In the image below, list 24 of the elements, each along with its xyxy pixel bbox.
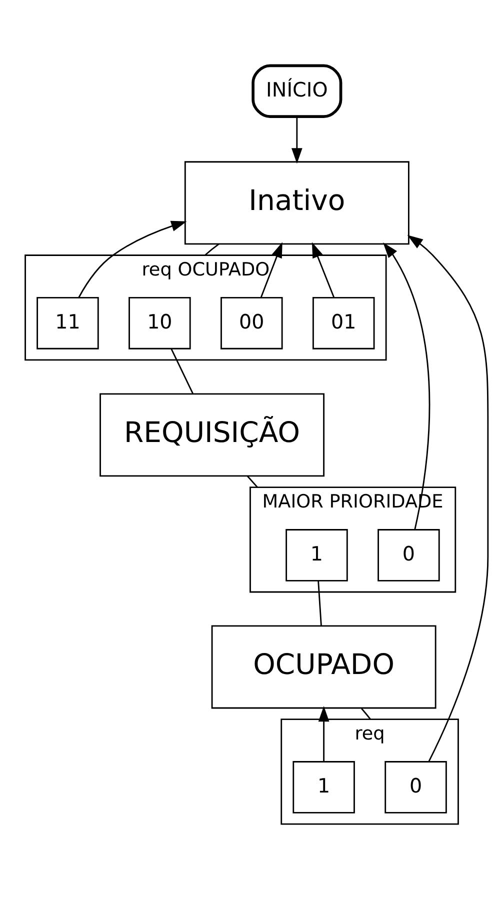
node-box: INÍCIO (252, 64, 342, 118)
connector (318, 580, 322, 626)
arrow (407, 234, 489, 761)
node-box: OCUPADO (211, 624, 436, 708)
connector (361, 708, 372, 720)
node-box: 0 (384, 760, 447, 813)
node-box: 11 (36, 296, 99, 349)
arrow (312, 242, 334, 297)
connector (170, 348, 194, 394)
connector (204, 242, 220, 256)
arrow (78, 220, 187, 298)
arrow (318, 706, 330, 761)
node-box: 0 (378, 528, 440, 581)
node-box: Inativo (184, 160, 410, 244)
connector (246, 475, 258, 488)
node-box: 10 (128, 296, 191, 349)
arrow (383, 242, 430, 529)
node-box: REQUISIÇÃO (100, 392, 325, 476)
arrow (260, 242, 282, 297)
node-box: 1 (292, 760, 355, 813)
node-box: 01 (312, 296, 375, 349)
node-box: 1 (286, 528, 348, 581)
node-box: 00 (220, 296, 283, 349)
arrow (291, 116, 302, 164)
